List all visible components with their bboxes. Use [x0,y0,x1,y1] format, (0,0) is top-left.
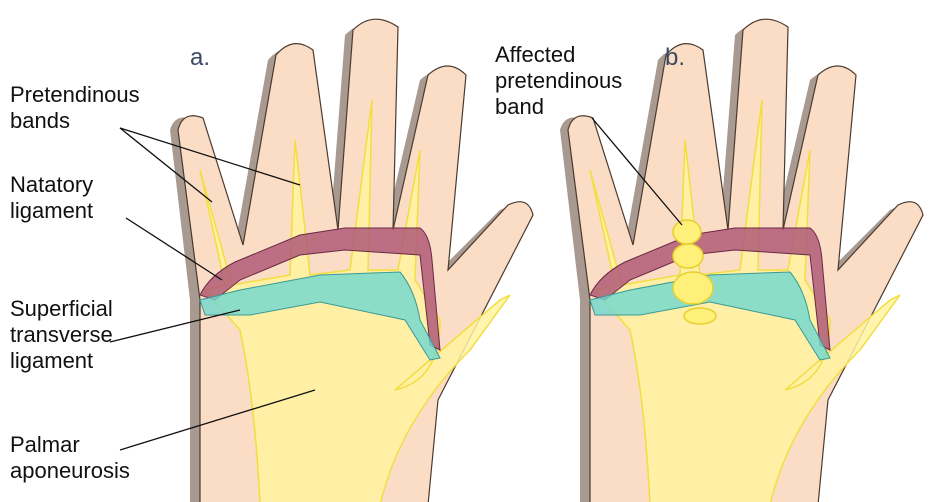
label-affected-line2: pretendinous [495,68,622,94]
label-affected-pretendinous-band: Affected pretendinous band [495,42,622,120]
label-affected-line3: band [495,94,622,120]
label-palmar-line1: Palmar [10,432,130,458]
label-superficial-line3: ligament [10,348,113,374]
label-natatory-ligament: Natatory ligament [10,172,93,224]
hand-a [170,19,533,502]
label-pretendinous-bands: Pretendinous bands [10,82,140,134]
label-palmar-aponeurosis: Palmar aponeurosis [10,432,130,484]
label-superficial-line2: transverse [10,322,113,348]
panel-b-letter: b. [665,44,685,72]
label-affected-line1: Affected [495,42,622,68]
label-superficial-line1: Superficial [10,296,113,322]
label-superficial-transverse-ligament: Superficial transverse ligament [10,296,113,374]
label-natatory-line2: ligament [10,198,93,224]
label-natatory-line1: Natatory [10,172,93,198]
label-pretendinous-line2: bands [10,108,140,134]
label-pretendinous-line1: Pretendinous [10,82,140,108]
panel-a-letter: a. [190,44,210,72]
label-palmar-line2: aponeurosis [10,458,130,484]
